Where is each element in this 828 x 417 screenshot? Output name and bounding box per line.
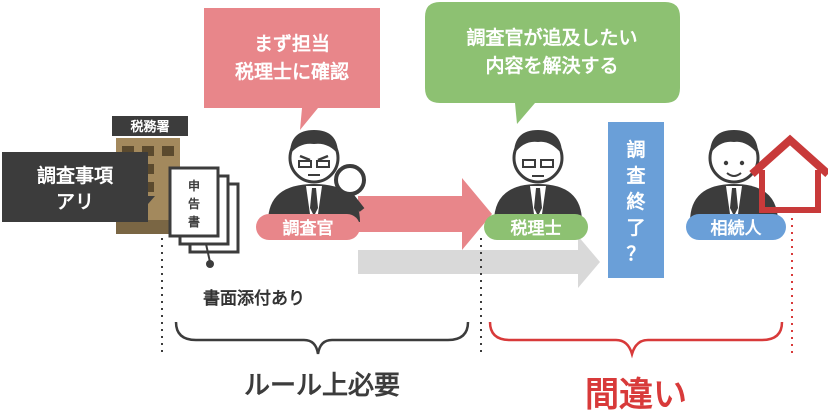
end-char-4: 了	[626, 217, 645, 239]
heir-label: 相続人	[711, 218, 763, 239]
house-icon	[749, 134, 828, 213]
inspector-label: 調査官	[283, 218, 334, 239]
form-char-1: 申	[188, 178, 200, 193]
accountant-label: 税理士	[511, 218, 562, 239]
right-brace	[488, 321, 784, 359]
end-char-5: ？	[626, 243, 645, 265]
bubble-left-line2: 税理士に確認	[235, 60, 349, 83]
investigation-end-box: 調 査 終 了 ？	[608, 122, 664, 278]
bubble-left-line1: まず担当	[254, 32, 330, 55]
person-icon	[494, 130, 582, 222]
wrong-label: 間違い	[585, 375, 687, 415]
investigation-line2: アリ	[56, 191, 94, 213]
rule-required-label: ルール上必要	[244, 371, 400, 401]
accountant-badge: 税理士	[484, 214, 588, 240]
form-char-2: 告	[188, 196, 200, 211]
arrow-grey	[358, 236, 600, 288]
investigation-line1: 調査事項	[37, 164, 114, 187]
end-char-3: 終	[626, 190, 646, 213]
person-icon	[268, 130, 360, 222]
bubble-right-line1: 調査官が追及したい	[466, 26, 637, 49]
end-char-1: 調	[626, 138, 645, 161]
tax-office-label: 税務署	[130, 119, 169, 135]
bubble-right-line2: 内容を解決する	[485, 54, 618, 77]
speech-bubble-right: 調査官が追及したい 内容を解決する	[425, 2, 680, 124]
speech-bubble-left: まず担当 税理士に確認	[204, 8, 380, 130]
arrow-pink	[358, 178, 492, 250]
heir-badge: 相続人	[686, 214, 786, 240]
attachment-note: 書面添付あり	[203, 288, 305, 309]
document-icon: 申 告 書	[168, 166, 240, 268]
investigation-callout: 調査事項 アリ	[2, 152, 155, 222]
magnifier-icon	[334, 164, 366, 212]
person-icon	[690, 130, 778, 222]
inspector-badge: 調査官	[256, 214, 360, 240]
left-brace	[174, 321, 470, 355]
end-char-2: 査	[625, 164, 646, 187]
form-char-3: 書	[188, 214, 200, 229]
